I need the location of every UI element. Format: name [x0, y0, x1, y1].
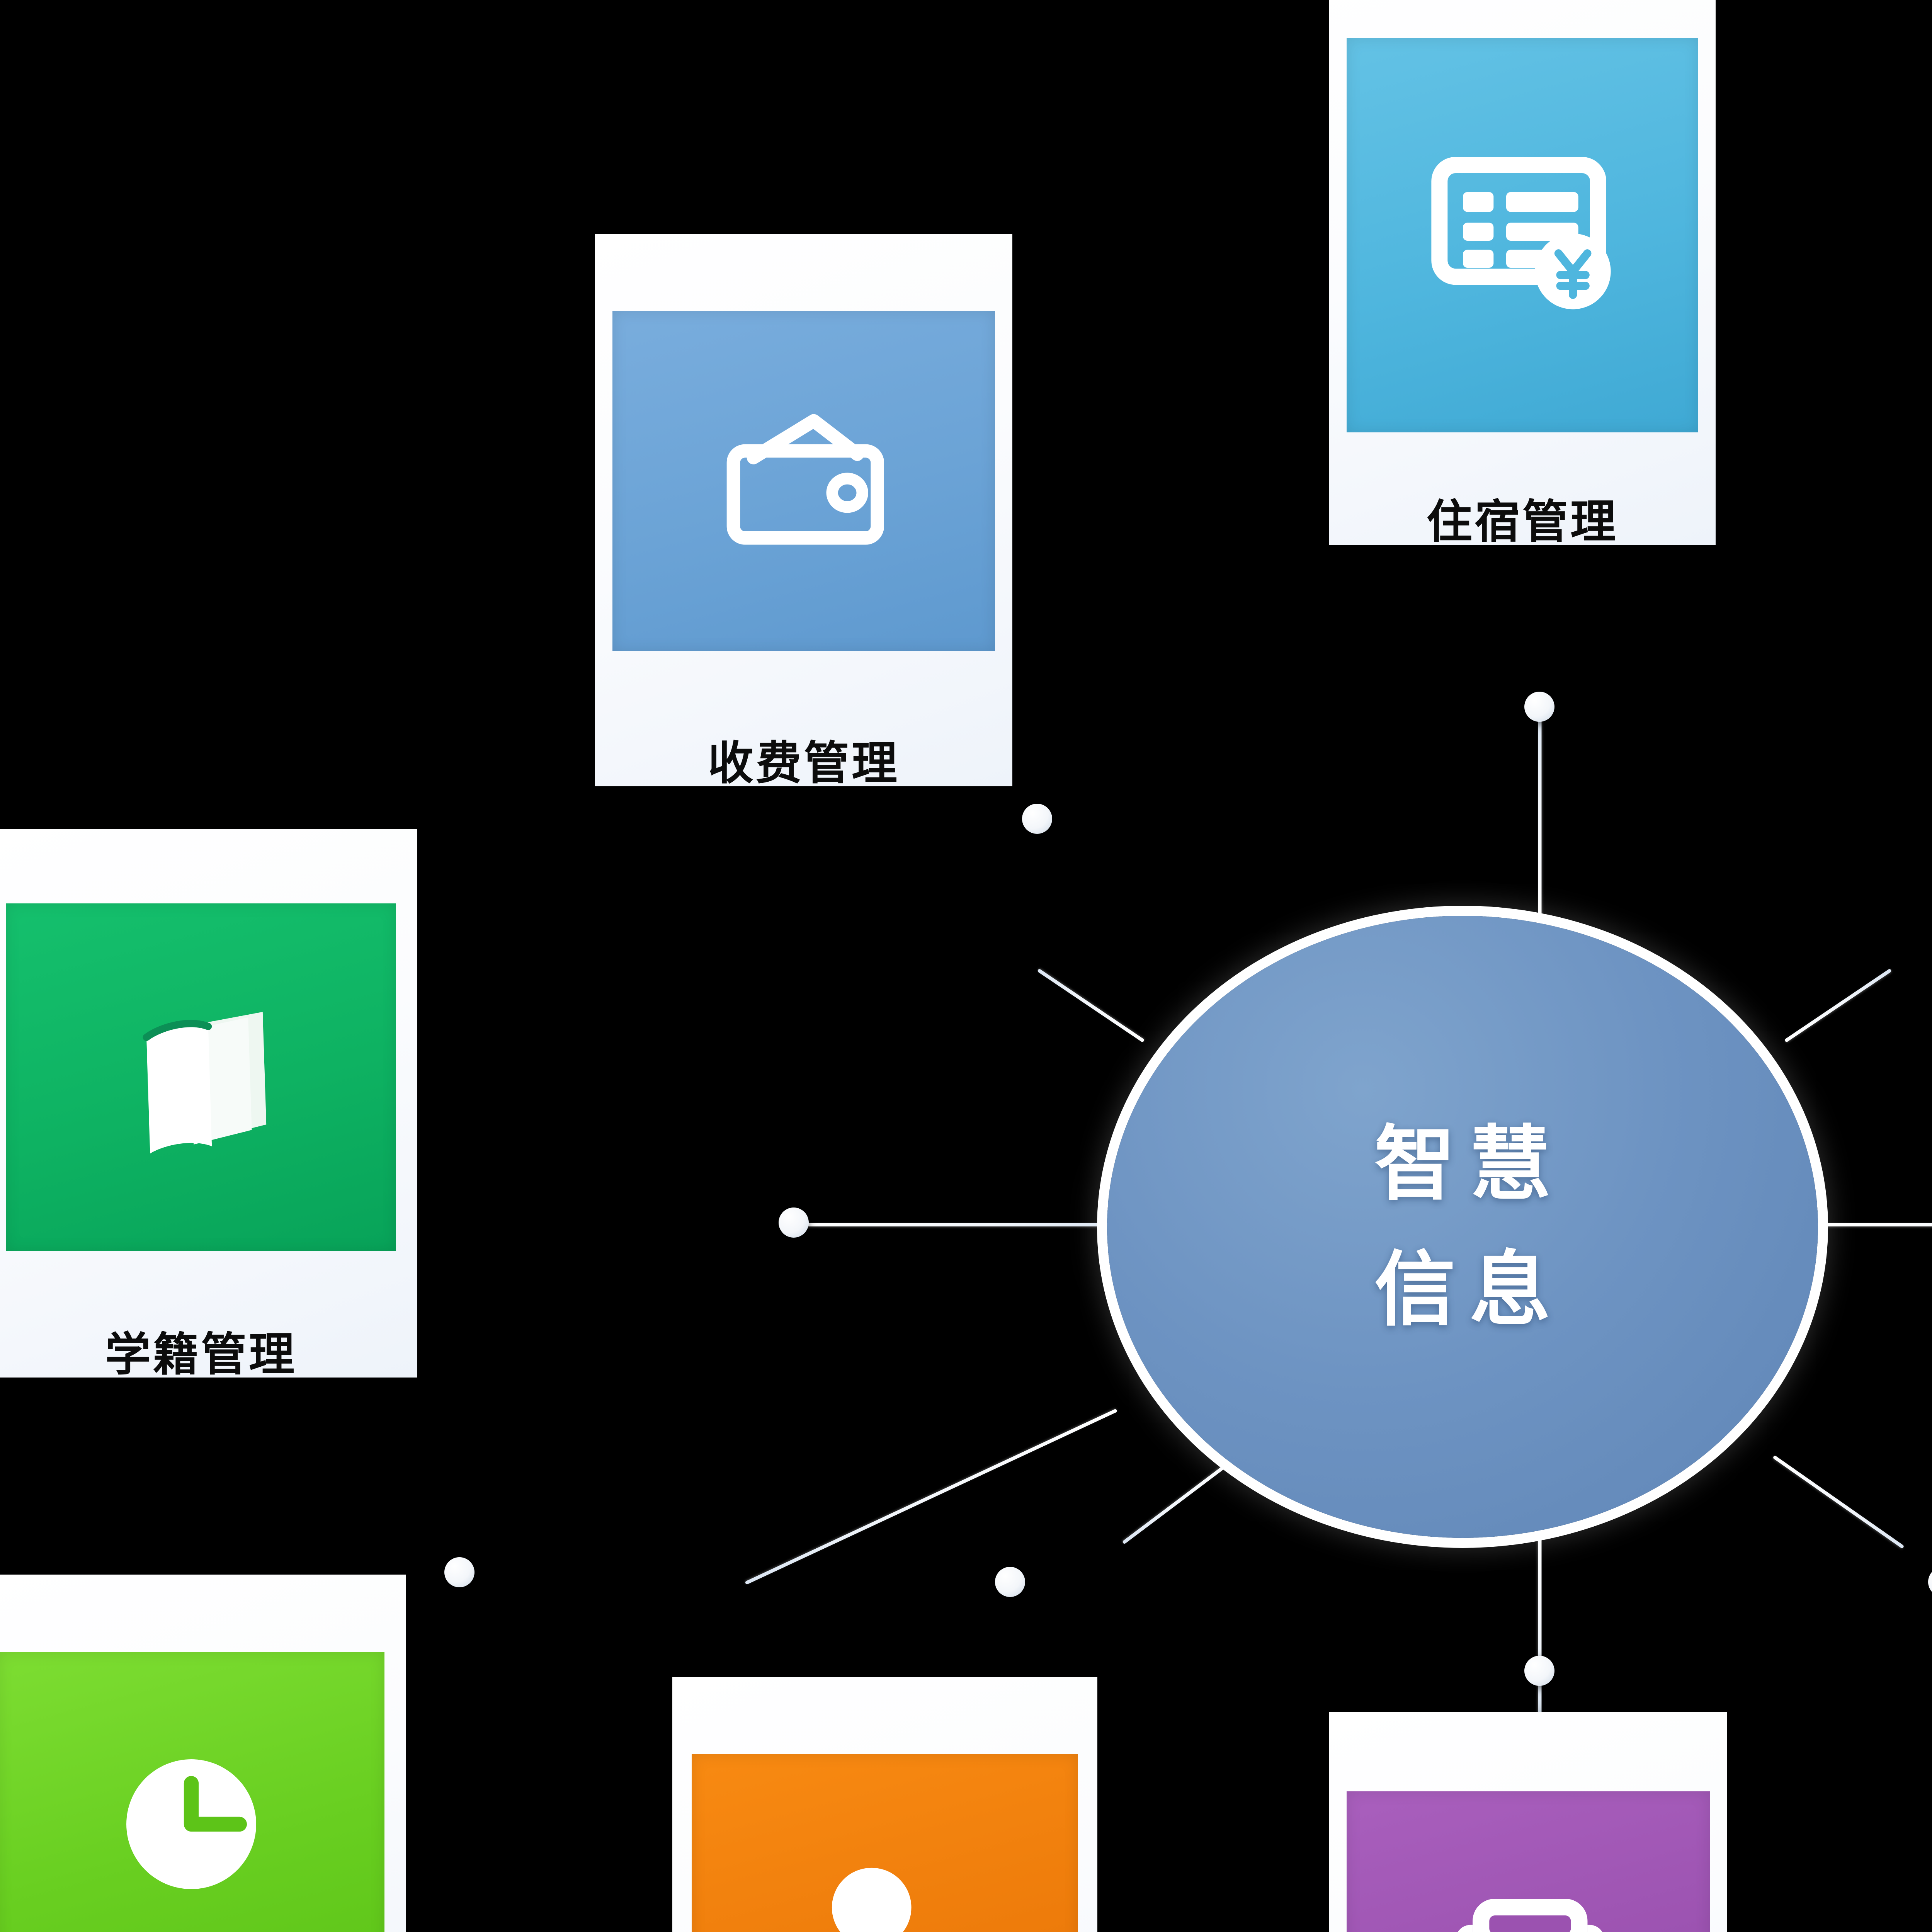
node-card-salary[interactable]: 工资管理: [1329, 1712, 1727, 1932]
book-icon: [143, 1012, 267, 1154]
connector-dot-account: [444, 1557, 474, 1587]
node-tile-charge: [612, 311, 995, 651]
connector-line-attend: [1772, 1455, 1905, 1549]
hub-circle[interactable]: 智慧 信息: [1107, 916, 1818, 1538]
node-tile-roster: [6, 903, 396, 1251]
node-card-asset[interactable]: 资产管理: [672, 1677, 1097, 1932]
node-label-charge: 收费管理: [707, 738, 900, 789]
wallet-icon: [726, 414, 884, 545]
node-card-charge[interactable]: 收费管理: [595, 234, 1012, 786]
connector-dot-charge: [1022, 804, 1052, 834]
hub-title-line-2: 信息: [1374, 1244, 1565, 1335]
hub-title-line-1: 智慧: [1374, 1118, 1565, 1209]
connector-line-account: [745, 1408, 1117, 1585]
node-label-roster: 学籍管理: [105, 1329, 297, 1380]
node-tile-asset: [692, 1754, 1078, 1932]
node-tile-accom: [1347, 38, 1698, 432]
person-star-icon: [832, 1867, 912, 1932]
connector-dot-roster: [779, 1208, 809, 1238]
connector-line-roster: [804, 1223, 1113, 1226]
connector-dot-salary: [1524, 1656, 1554, 1686]
connector-dot-asset: [995, 1567, 1025, 1597]
node-card-roster[interactable]: 学籍管理: [0, 829, 417, 1378]
connector-line-asset: [1122, 1453, 1242, 1544]
node-card-account[interactable]: 经营核算: [0, 1575, 406, 1932]
bus-icon: [1458, 1898, 1602, 1932]
connector-line-accom: [1538, 716, 1542, 925]
node-label-accom: 住宿管理: [1426, 497, 1618, 548]
connector-line-charge: [1037, 968, 1145, 1043]
connector-line-deliver: [1784, 968, 1892, 1043]
connector-dot-attend: [1928, 1567, 1932, 1597]
connector-line-sched: [1816, 1223, 1932, 1226]
node-tile-salary: [1347, 1791, 1710, 1932]
node-card-accom[interactable]: 住宿管理: [1329, 0, 1716, 545]
connector-dot-accom: [1524, 692, 1554, 722]
invoice-yen-icon: [1431, 156, 1611, 310]
node-tile-account: [0, 1652, 384, 1932]
clock-icon: [126, 1759, 256, 1889]
